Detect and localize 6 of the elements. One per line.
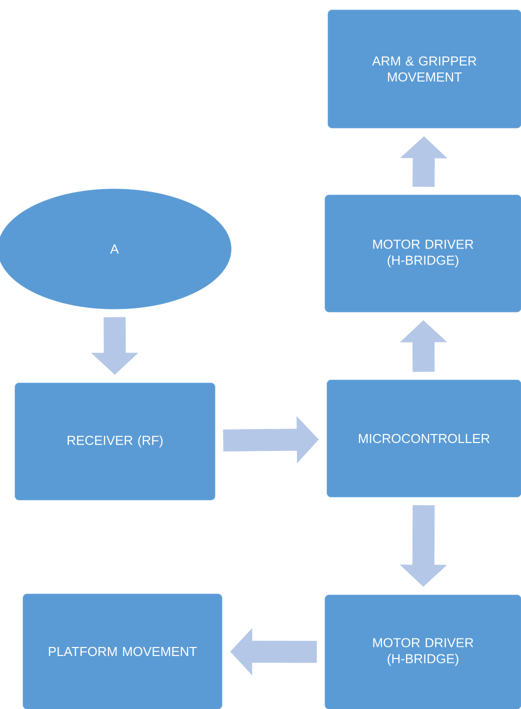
process-box: MOTOR DRIVER (H-BRIDGE) <box>324 594 521 709</box>
process-box: MICROCONTROLLER <box>326 380 521 498</box>
process-box: ARM & GRIPPER MOVEMENT <box>328 10 521 128</box>
process-box: MOTOR DRIVER (H-BRIDGE) <box>324 194 521 312</box>
process-box: RECEIVER (RF) <box>14 382 216 500</box>
process-box: PLATFORM MOVEMENT <box>22 594 222 709</box>
